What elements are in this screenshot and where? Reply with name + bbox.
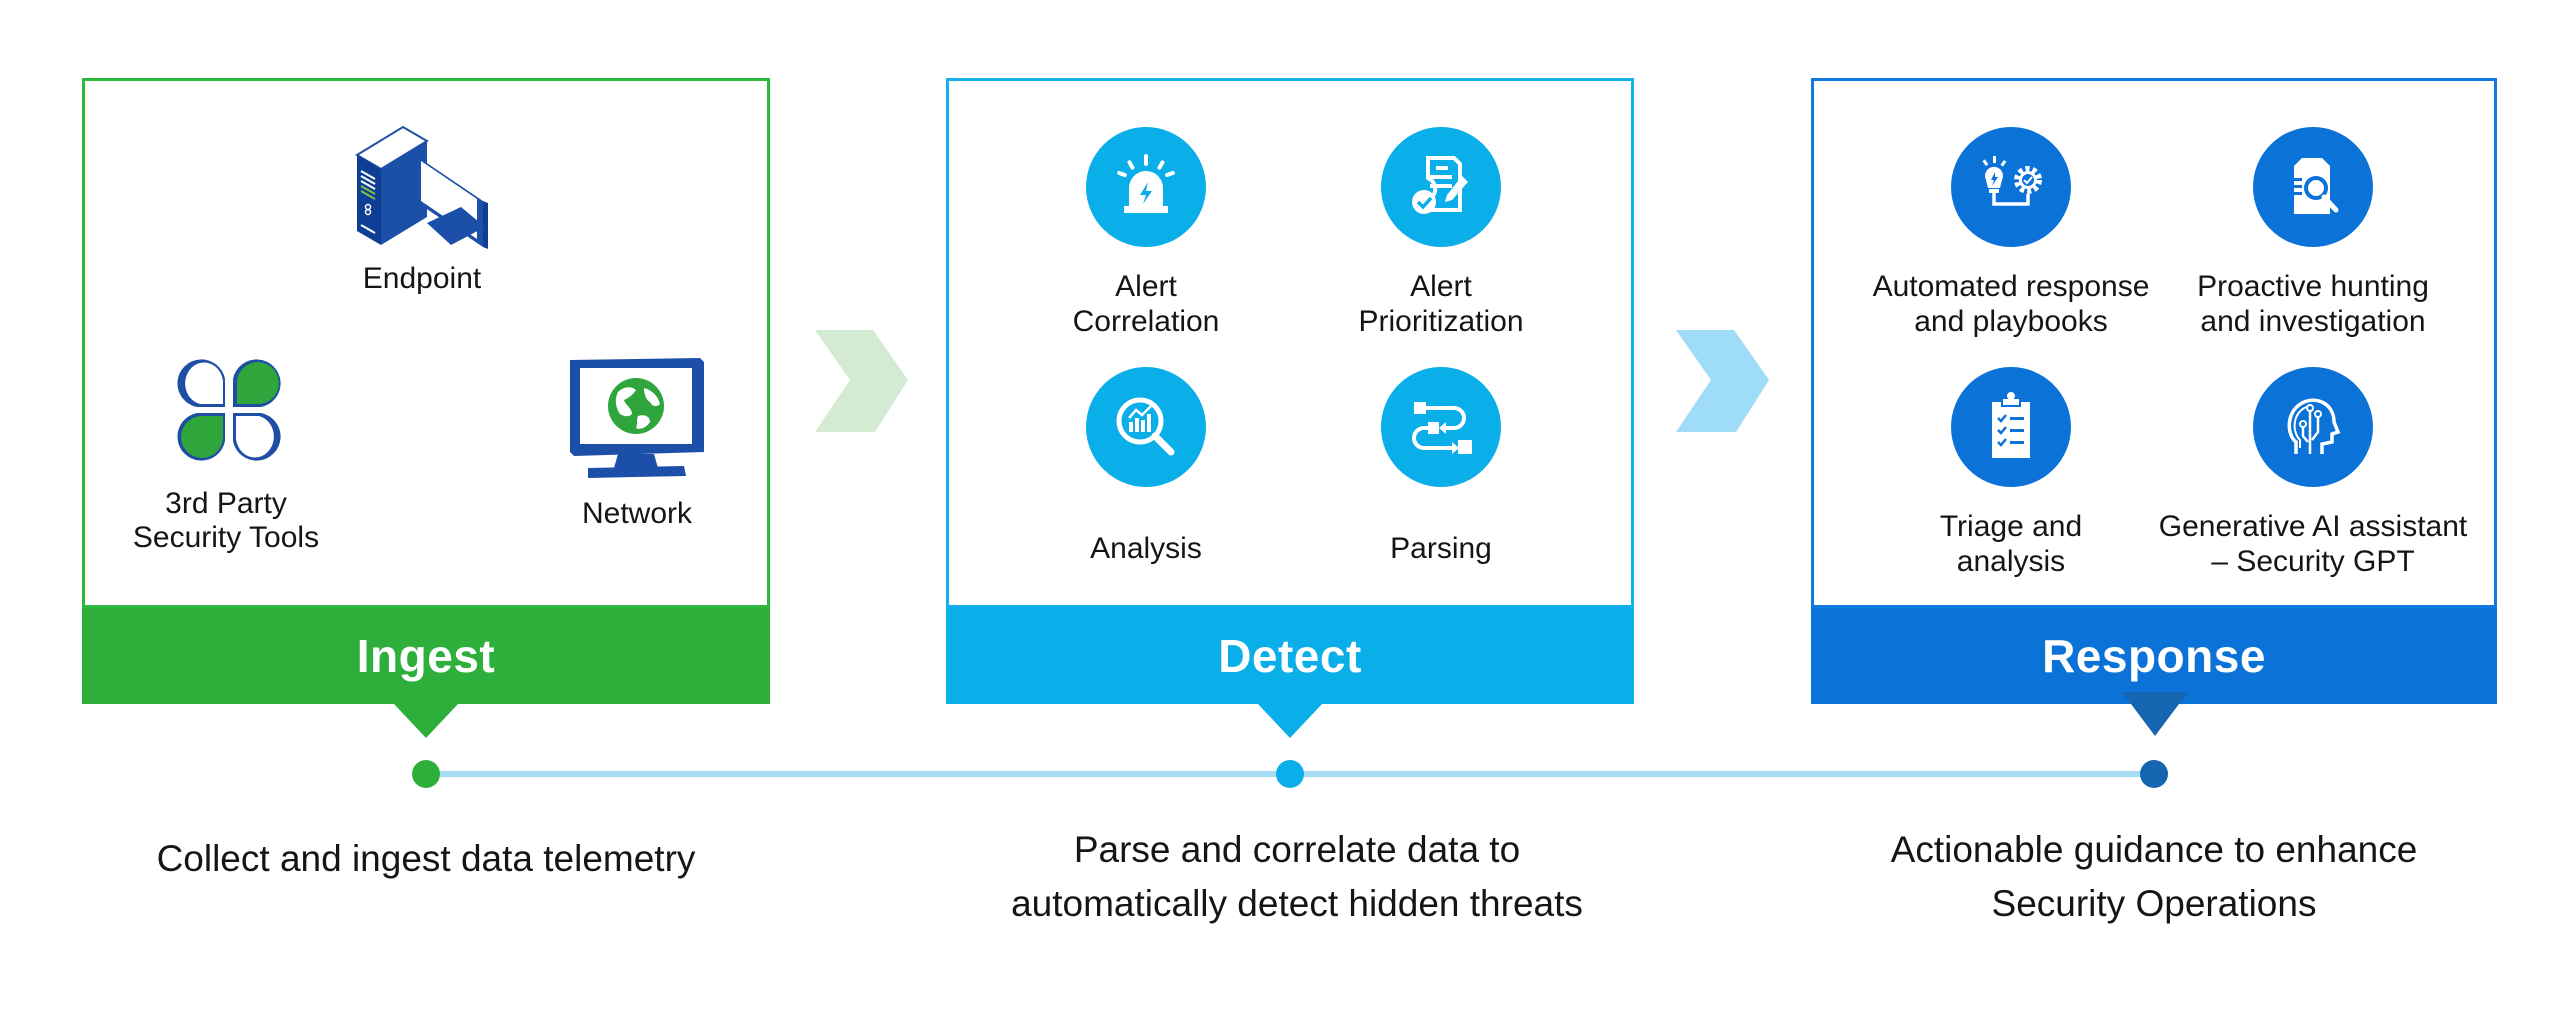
third-party-clover-icon <box>173 357 285 463</box>
response-panel <box>1811 78 2497 608</box>
ai-head-circuit-icon <box>2253 367 2373 487</box>
response-item-label: Automated response and playbooks <box>1872 270 2150 338</box>
response-title: Response <box>2042 630 2266 682</box>
response-item-label: Proactive hunting and investigation <box>2197 270 2429 338</box>
ingest-description: Collect and ingest data telemetry <box>156 838 696 879</box>
chevron-right-icon <box>1676 330 1769 432</box>
timeline-dot-response <box>2140 760 2168 788</box>
response-item-proactive-hunting: Proactive hunting and investigation <box>2153 127 2473 339</box>
source-label-network: Network <box>581 497 693 530</box>
network-monitor-globe-icon <box>566 356 706 480</box>
detect-item-parsing: Parsing <box>1281 367 1601 566</box>
detect-item-alert-prioritization: Alert Prioritization <box>1281 127 1601 339</box>
detect-item-label: Alert Correlation <box>1072 270 1220 338</box>
response-item-automated-response: Automated response and playbooks <box>1851 127 2171 339</box>
clipboard-checklist-icon <box>1951 367 2071 487</box>
document-search-icon <box>2253 127 2373 247</box>
response-stage-bar: Response <box>1811 608 2497 704</box>
source-label-endpoint: Endpoint <box>362 262 482 295</box>
detect-title: Detect <box>1218 630 1362 682</box>
response-pointer <box>2122 692 2188 736</box>
detect-description: Parse and correlate data to automaticall… <box>1011 829 1583 924</box>
flow-process-icon <box>1381 367 1501 487</box>
ingest-pointer <box>394 704 458 738</box>
bulb-gear-icon <box>1951 127 2071 247</box>
chevron-right-icon <box>815 330 908 432</box>
ingest-stage-bar: Ingest <box>82 608 770 704</box>
document-check-edit-icon <box>1381 127 1501 247</box>
source-label-third-party: 3rd Party Security Tools <box>132 487 320 554</box>
magnifier-chart-icon <box>1086 367 1206 487</box>
alarm-beacon-icon <box>1086 127 1206 247</box>
detect-stage-bar: Detect <box>946 608 1634 704</box>
response-description: Actionable guidance to enhance Security … <box>1890 829 2418 924</box>
timeline-dot-detect <box>1276 760 1304 788</box>
detect-item-analysis: Analysis <box>986 367 1306 566</box>
response-item-genai-assistant: Generative AI assistant – Security GPT <box>2153 367 2473 579</box>
detect-item-label: Alert Prioritization <box>1358 270 1524 338</box>
detect-item-label: Analysis <box>1090 532 1202 565</box>
detect-panel <box>946 78 1634 608</box>
timeline-dot-ingest <box>412 760 440 788</box>
response-item-label: Triage and analysis <box>1939 510 2083 578</box>
response-item-label: Generative AI assistant – Security GPT <box>2158 510 2468 578</box>
detect-item-alert-correlation: Alert Correlation <box>986 127 1306 339</box>
detect-item-label: Parsing <box>1390 532 1492 565</box>
response-item-triage: Triage and analysis <box>1851 367 2171 579</box>
endpoint-computer-icon <box>355 115 490 253</box>
ingest-title: Ingest <box>356 630 496 682</box>
detect-pointer <box>1258 704 1322 738</box>
